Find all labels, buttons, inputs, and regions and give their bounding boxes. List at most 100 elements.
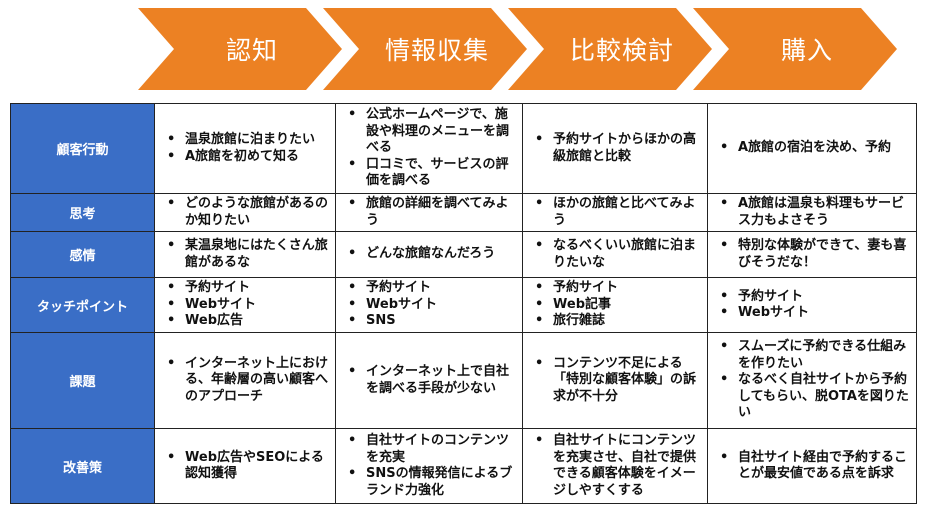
stage-label: 購入 <box>780 36 833 65</box>
bullet-list: 予約サイトWebサイトWeb広告 <box>159 280 329 330</box>
bullet-list: インターネット上で自社を調べる手段が少ない <box>340 364 516 397</box>
bullet-list: 自社サイトにコンテンツを充実させ、自社で提供できる顧客体験をイメージしやすくする <box>527 433 701 499</box>
table-cell: 予約サイトWebサイトWeb広告 <box>154 277 336 333</box>
bullet-item: SNSの情報発信によるブランド力強化 <box>348 466 516 499</box>
stage-flow: 認知 情報収集 比較検討 購入 <box>0 0 940 96</box>
row-header: 感情 <box>10 231 155 278</box>
bullet-item: どのような旅館があるのか知りたい <box>167 196 329 229</box>
table-cell: 予約サイトWebサイトSNS <box>335 277 523 333</box>
bullet-list: ほかの旅館と比べてみよう <box>527 196 701 229</box>
table-row: 感情某温泉地にはたくさん旅館があるな どんな旅館なんだろう なるべくいい旅館に泊まり… <box>10 231 917 278</box>
table-cell: どのような旅館があるのか知りたい <box>154 193 336 232</box>
bullet-item: SNS <box>348 313 516 330</box>
table-row: 顧客行動温泉旅館に泊まりたいA旅館を初めて知る公式ホームページで、施設や料理のメ… <box>10 103 917 194</box>
table-cell: なるべくいい旅館に泊まりたいな <box>522 231 708 278</box>
row-header: 課題 <box>10 332 155 429</box>
stage-label: 情報収集 <box>384 36 489 65</box>
bullet-item: Webサイト <box>167 297 329 314</box>
bullet-list: A旅館の宿泊を決め、予約 <box>712 140 910 157</box>
table-cell: 自社サイトのコンテンツを充実SNSの情報発信によるブランド力強化 <box>335 428 523 504</box>
bullet-item: ほかの旅館と比べてみよう <box>535 196 701 229</box>
stage-arrow-awareness: 認知 <box>138 8 342 90</box>
table-cell: スムーズに予約できる仕組みを作りたいなるべく自社サイトから予約してもらい、脱OT… <box>707 332 917 429</box>
bullet-item: 旅館の詳細を調べてみよう <box>348 196 516 229</box>
table-cell: 予約サイトからほかの高級旅館と比較 <box>522 103 708 194</box>
bullet-item: 旅行雑誌 <box>535 313 701 330</box>
bullet-item: 温泉旅館に泊まりたい <box>167 132 329 149</box>
bullet-item: Web広告やSEOによる認知獲得 <box>167 450 329 483</box>
bullet-list: 予約サイトWebサイトSNS <box>340 280 516 330</box>
bullet-list: 予約サイトWeb記事旅行雑誌 <box>527 280 701 330</box>
table-cell: ほかの旅館と比べてみよう <box>522 193 708 232</box>
row-header: 顧客行動 <box>10 103 155 194</box>
table-cell: 予約サイトWeb記事旅行雑誌 <box>522 277 708 333</box>
bullet-list: コンテンツ不足による「特別な顧客体験」の訴求が不十分 <box>527 356 701 406</box>
customer-journey-table: 顧客行動温泉旅館に泊まりたいA旅館を初めて知る公式ホームページで、施設や料理のメ… <box>10 103 917 504</box>
row-header: タッチポイント <box>10 277 155 333</box>
table-cell: 自社サイトにコンテンツを充実させ、自社で提供できる顧客体験をイメージしやすくする <box>522 428 708 504</box>
bullet-item: コンテンツ不足による「特別な顧客体験」の訴求が不十分 <box>535 356 701 406</box>
table-cell: A旅館の宿泊を決め、予約 <box>707 103 917 194</box>
bullet-list: 予約サイトWebサイト <box>712 289 910 322</box>
bullet-item: Web記事 <box>535 297 701 314</box>
table-cell: Web広告やSEOによる認知獲得 <box>154 428 336 504</box>
bullet-list: インターネット上における、年齢層の高い顧客へのアプローチ <box>159 356 329 406</box>
bullet-item: 予約サイト <box>167 280 329 297</box>
table-cell: 特別な体験ができて、妻も喜びそうだな！ <box>707 231 917 278</box>
bullet-item: なるべくいい旅館に泊まりたいな <box>535 238 701 271</box>
bullet-item: 予約サイト <box>348 280 516 297</box>
bullet-list: 自社サイトのコンテンツを充実SNSの情報発信によるブランド力強化 <box>340 433 516 499</box>
table-cell: 温泉旅館に泊まりたいA旅館を初めて知る <box>154 103 336 194</box>
bullet-item: 予約サイトからほかの高級旅館と比較 <box>535 132 701 165</box>
bullet-item: スムーズに予約できる仕組みを作りたい <box>720 339 910 372</box>
stage-label: 認知 <box>225 36 278 65</box>
bullet-item: Webサイト <box>348 297 516 314</box>
table-cell: コンテンツ不足による「特別な顧客体験」の訴求が不十分 <box>522 332 708 429</box>
row-header: 思考 <box>10 193 155 232</box>
table-row: 思考どのような旅館があるのか知りたい旅館の詳細を調べてみようほかの旅館と比べてみ… <box>10 193 917 232</box>
table-cell: 公式ホームページで、施設や料理のメニューを調べる口コミで、サービスの評価を調べる <box>335 103 523 194</box>
table-cell: 自社サイト経由で予約することが最安値である点を訴求 <box>707 428 917 504</box>
bullet-item: 某温泉地にはたくさん旅館があるな <box>167 238 329 271</box>
bullet-list: どんな旅館なんだろう <box>340 246 516 263</box>
table-cell: 予約サイトWebサイト <box>707 277 917 333</box>
stage-label: 比較検討 <box>569 36 674 65</box>
bullet-item: 特別な体験ができて、妻も喜びそうだな！ <box>720 238 910 271</box>
stage-arrow-information-gathering: 情報収集 <box>323 8 527 90</box>
bullet-item: 公式ホームページで、施設や料理のメニューを調べる <box>348 107 516 157</box>
bullet-item: Web広告 <box>167 313 329 330</box>
table-cell: インターネット上における、年齢層の高い顧客へのアプローチ <box>154 332 336 429</box>
bullet-list: A旅館は温泉も料理もサービス力もよさそう <box>712 196 910 229</box>
bullet-item: 自社サイトにコンテンツを充実させ、自社で提供できる顧客体験をイメージしやすくする <box>535 433 701 499</box>
bullet-list: 公式ホームページで、施設や料理のメニューを調べる口コミで、サービスの評価を調べる <box>340 107 516 190</box>
bullet-item: インターネット上における、年齢層の高い顧客へのアプローチ <box>167 356 329 406</box>
bullet-item: どんな旅館なんだろう <box>348 246 516 263</box>
row-header: 改善策 <box>10 428 155 504</box>
bullet-list: 温泉旅館に泊まりたいA旅館を初めて知る <box>159 132 329 165</box>
table-cell: A旅館は温泉も料理もサービス力もよさそう <box>707 193 917 232</box>
bullet-item: インターネット上で自社を調べる手段が少ない <box>348 364 516 397</box>
bullet-list: 旅館の詳細を調べてみよう <box>340 196 516 229</box>
bullet-list: スムーズに予約できる仕組みを作りたいなるべく自社サイトから予約してもらい、脱OT… <box>712 339 910 422</box>
bullet-item: A旅館は温泉も料理もサービス力もよさそう <box>720 196 910 229</box>
table-cell: 旅館の詳細を調べてみよう <box>335 193 523 232</box>
table-row: 改善策 Web広告やSEOによる認知獲得自社サイトのコンテンツを充実SNSの情報発… <box>10 428 917 504</box>
bullet-item: 口コミで、サービスの評価を調べる <box>348 157 516 190</box>
table-cell: 某温泉地にはたくさん旅館があるな <box>154 231 336 278</box>
bullet-list: 自社サイト経由で予約することが最安値である点を訴求 <box>712 450 910 483</box>
bullet-list: 特別な体験ができて、妻も喜びそうだな！ <box>712 238 910 271</box>
stage-arrow-comparison: 比較検討 <box>508 8 712 90</box>
table-cell: インターネット上で自社を調べる手段が少ない <box>335 332 523 429</box>
bullet-list: どのような旅館があるのか知りたい <box>159 196 329 229</box>
bullet-item: 自社サイトのコンテンツを充実 <box>348 433 516 466</box>
bullet-item: 自社サイト経由で予約することが最安値である点を訴求 <box>720 450 910 483</box>
bullet-item: なるべく自社サイトから予約してもらい、脱OTAを図りたい <box>720 372 910 422</box>
bullet-item: Webサイト <box>720 305 910 322</box>
bullet-item: 予約サイト <box>535 280 701 297</box>
bullet-item: A旅館の宿泊を決め、予約 <box>720 140 910 157</box>
bullet-list: 某温泉地にはたくさん旅館があるな <box>159 238 329 271</box>
bullet-list: Web広告やSEOによる認知獲得 <box>159 450 329 483</box>
table-cell: どんな旅館なんだろう <box>335 231 523 278</box>
bullet-list: なるべくいい旅館に泊まりたいな <box>527 238 701 271</box>
table-row: タッチポイント予約サイトWebサイトWeb広告予約サイトWebサイトSNS予約サ… <box>10 277 917 333</box>
